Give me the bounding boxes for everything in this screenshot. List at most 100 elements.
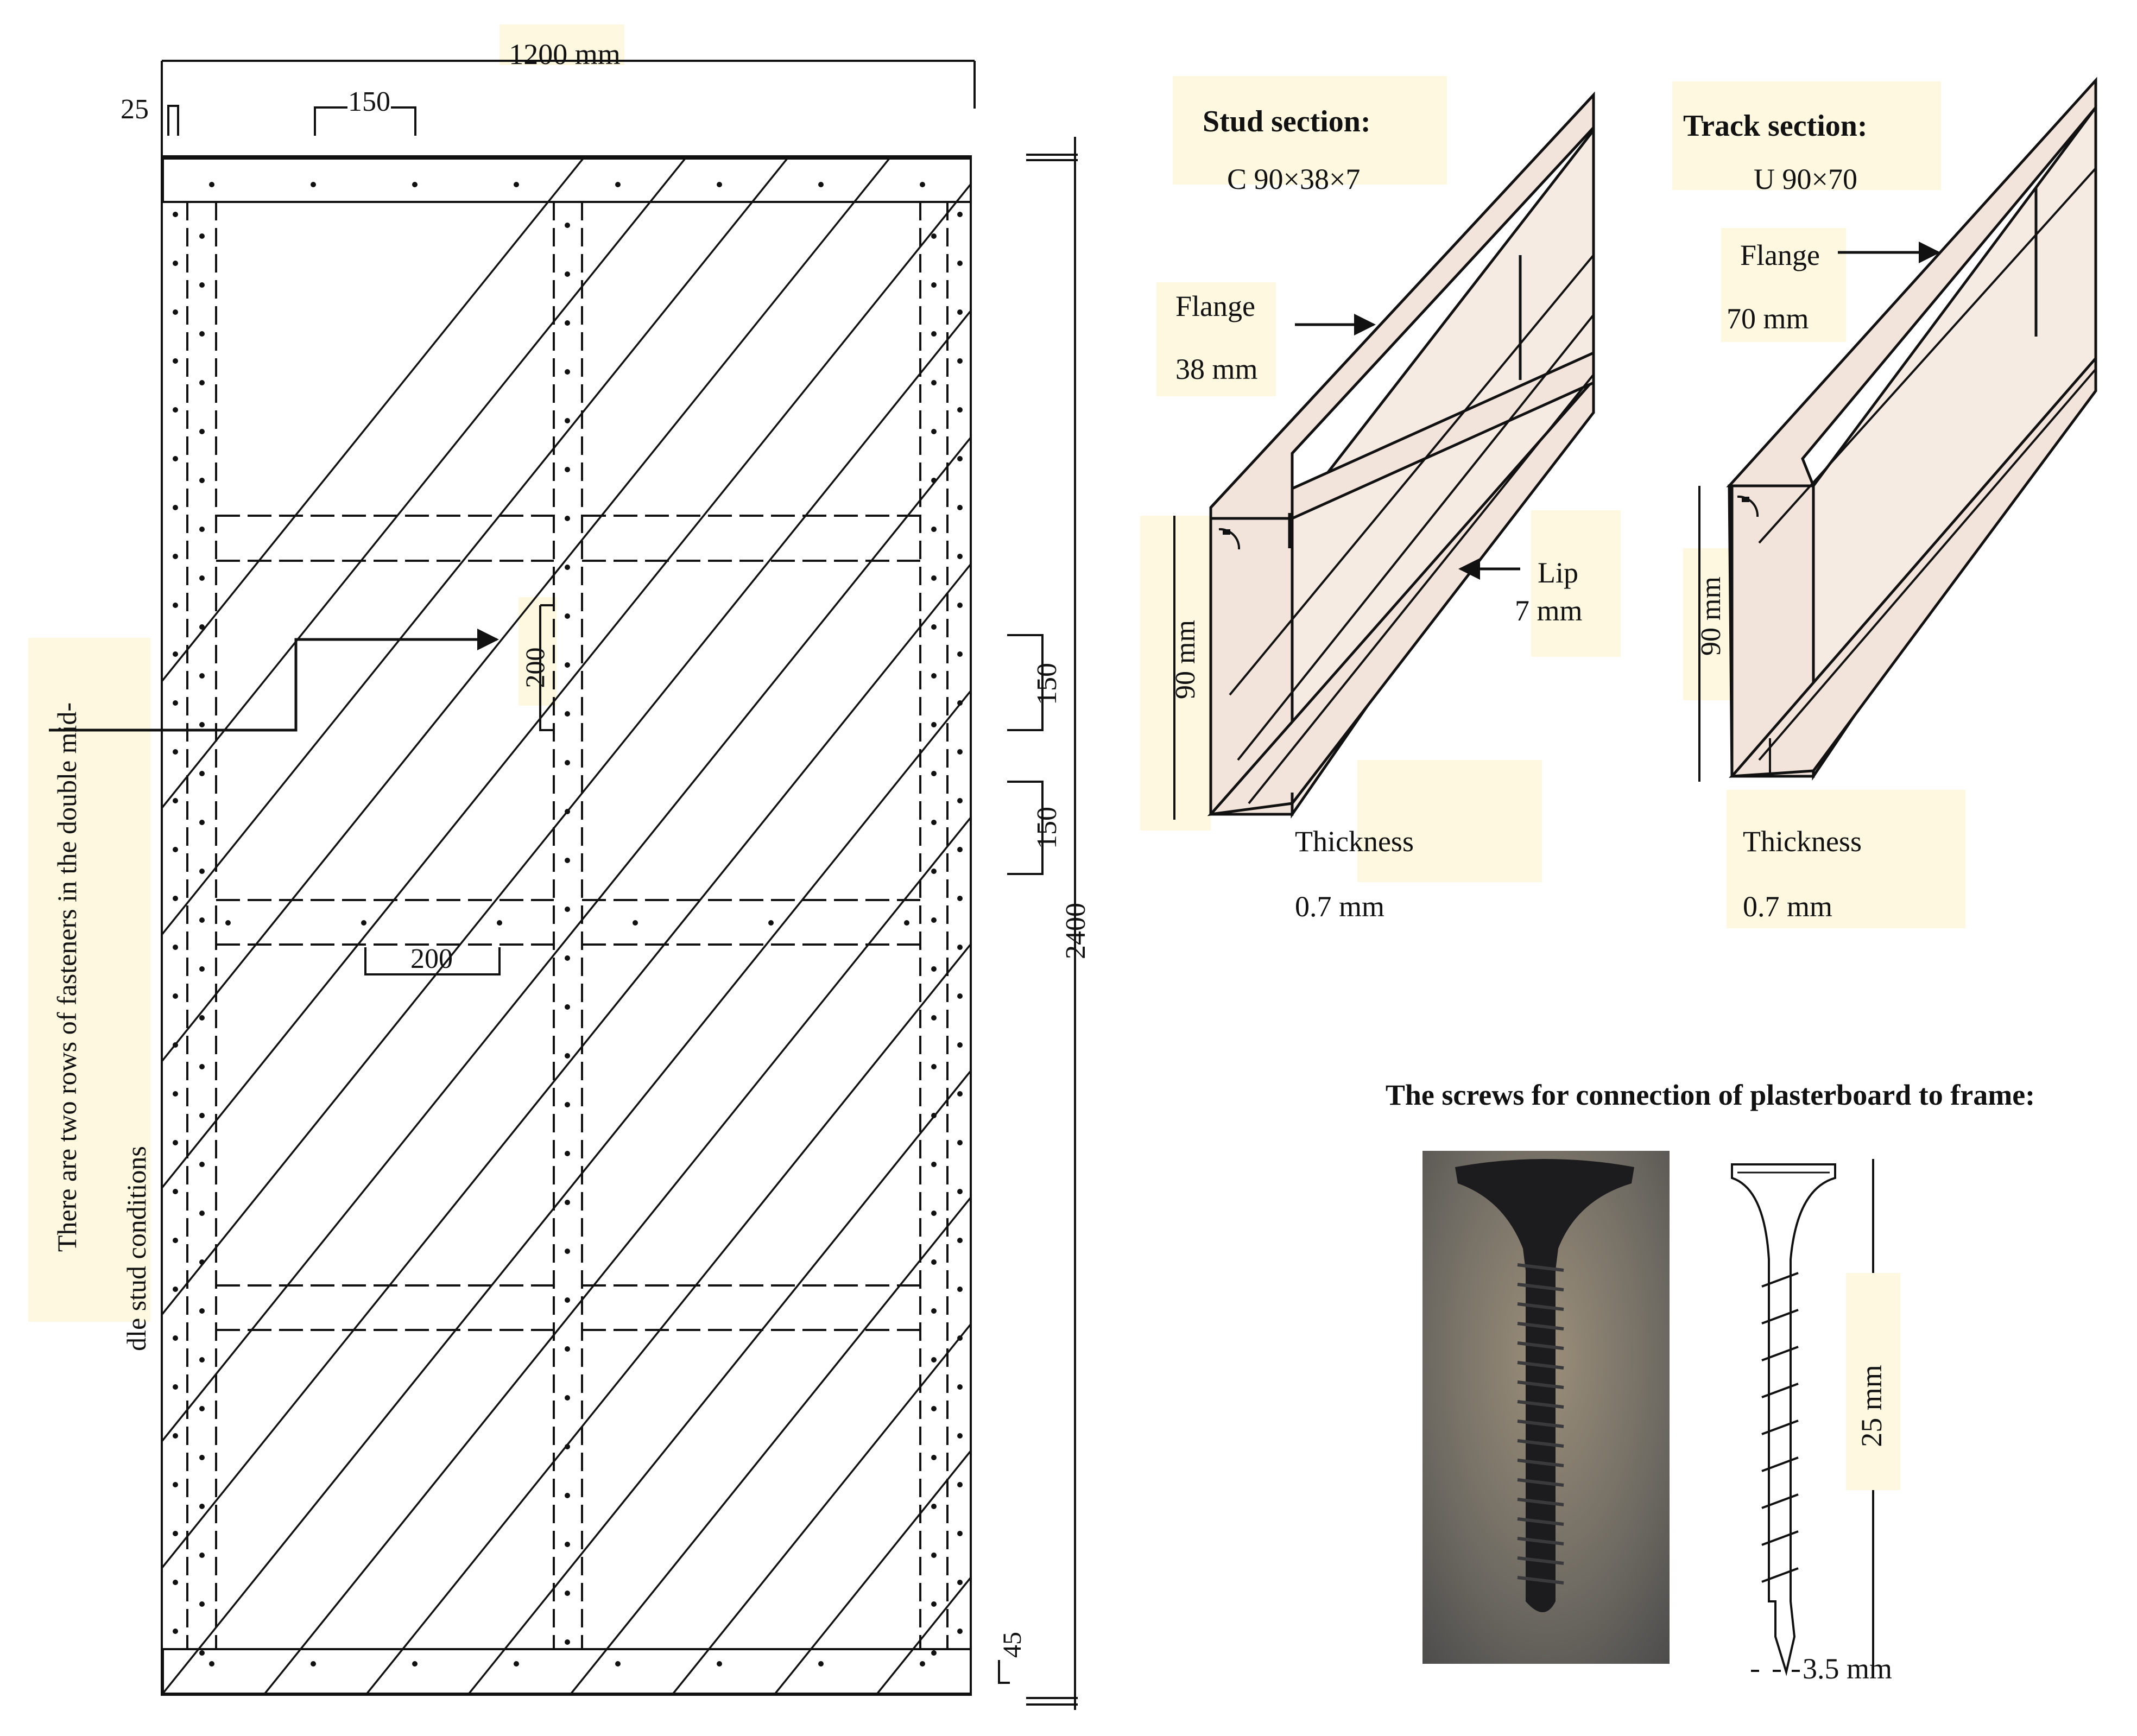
fastener-dot (931, 820, 937, 825)
fastener-dot (818, 1661, 824, 1667)
fastener-dot (199, 1259, 205, 1265)
fastener-dot (957, 700, 963, 706)
fastener-dot (565, 467, 570, 472)
fastener-dot (957, 1384, 963, 1390)
thread-ridge (1517, 1498, 1564, 1506)
fastener-dot (173, 1433, 178, 1439)
fastener-dot (565, 907, 570, 912)
bottom-distance-label: 45 (998, 1632, 1027, 1658)
fastener-dot (957, 1287, 963, 1292)
fastener-dot (565, 271, 570, 277)
fastener-dot (957, 456, 963, 461)
hatch-line (162, 182, 971, 1190)
fastener-dot (957, 1482, 963, 1487)
fastener-dot (565, 1102, 570, 1107)
fastener-dot (173, 1189, 178, 1194)
thread-ridge (1517, 1556, 1564, 1565)
fastener-dot (931, 917, 937, 923)
fastener-dot (931, 429, 937, 434)
hatch-line (467, 1069, 971, 1695)
leader-arrow (49, 629, 499, 732)
fastener-dot (173, 456, 178, 461)
fastener-dot (199, 1504, 205, 1509)
hatch-line (263, 816, 971, 1695)
fastener-dot (931, 1113, 937, 1118)
fastener-dot (565, 1346, 570, 1352)
fastener-dot (514, 1661, 519, 1667)
thread-ridge (1517, 1576, 1564, 1585)
fastener-dot (199, 1650, 205, 1656)
fastener-dot (565, 1200, 570, 1205)
thread-line (1761, 1493, 1799, 1509)
thread-ridge (1517, 1459, 1564, 1467)
hatch-line (671, 1322, 971, 1695)
fastener-dot (311, 1661, 316, 1667)
fastener-dot (565, 565, 570, 570)
fastener-dot (199, 1601, 205, 1607)
hatch-line (162, 159, 584, 683)
stud-flange-label: Flange (1175, 290, 1255, 322)
fastener-dot (199, 1308, 205, 1314)
note-highlight (28, 638, 150, 1322)
fastener-dot (957, 309, 963, 315)
thread-line (1761, 1530, 1799, 1546)
fastener-dot (497, 920, 502, 926)
fastener-dot (199, 1455, 205, 1460)
fastener-dot (565, 1639, 570, 1645)
screw-drawing: 25 mm 3.5 mm (1731, 1159, 1900, 1685)
fasteners (173, 182, 963, 1667)
thread-line (1761, 1383, 1799, 1398)
fastener-dot (818, 182, 824, 187)
thread-ridge (1517, 1439, 1564, 1448)
thread-ridge (1517, 1478, 1564, 1487)
fastener-dot (565, 1542, 570, 1547)
fastener-dot (173, 651, 178, 657)
fastener-dot (565, 760, 570, 765)
fastener-dot (957, 1335, 963, 1341)
fastener-dot (565, 1395, 570, 1401)
fastener-dot (565, 223, 570, 228)
fastener-dot (931, 380, 937, 385)
fastener-dot (931, 722, 937, 727)
stud-section: 90 mm Stud section: C 90×38×7 Flange 38 … (1140, 76, 1621, 923)
track-designation: U 90×70 (1754, 163, 1857, 195)
fastener-dot (173, 896, 178, 901)
fastener-dot (717, 1661, 722, 1667)
screw-title: The screws for connection of plasterboar… (1386, 1079, 2035, 1111)
track-thickness-value: 0.7 mm (1743, 890, 1832, 923)
fastener-dot (565, 320, 570, 326)
thread-ridge (1517, 1361, 1564, 1370)
fastener-dot (615, 1661, 621, 1667)
fastener-dot (931, 1553, 937, 1558)
fastener-dot (199, 282, 205, 288)
fastener-dot (957, 554, 963, 559)
fastener-dot (957, 358, 963, 364)
fastener-dot (957, 1433, 963, 1439)
fastener-dot (173, 749, 178, 755)
fastener-dot (931, 331, 937, 337)
hatch-line (162, 159, 890, 1063)
fastener-dot (565, 1591, 570, 1596)
fastener-dot (904, 920, 909, 926)
thread-ridge (1517, 1380, 1564, 1389)
fastener-dot (768, 920, 774, 926)
fastener-dot (957, 896, 963, 901)
fastener-dot (931, 1357, 937, 1363)
fastener-dot (957, 1531, 963, 1536)
thread-ridge (1517, 1517, 1564, 1526)
fastener-dot (957, 1580, 963, 1585)
top-spacing-label: 150 (348, 86, 390, 117)
fastener-dot (199, 233, 205, 239)
fastener-dot (957, 505, 963, 510)
fastener-dot (565, 418, 570, 423)
fastener-dot (199, 624, 205, 630)
wall-elevation: 1200 mm 25 150 2400 150 150 45 200 200 T (28, 24, 1091, 1710)
noggings (187, 201, 947, 1650)
fastener-dot (199, 429, 205, 434)
fastener-dot (931, 1308, 937, 1314)
width-label: 1200 mm (509, 38, 621, 71)
fastener-dot (199, 527, 205, 532)
fastener-dot (565, 369, 570, 375)
fastener-dot (565, 711, 570, 717)
fastener-dot (957, 212, 963, 217)
